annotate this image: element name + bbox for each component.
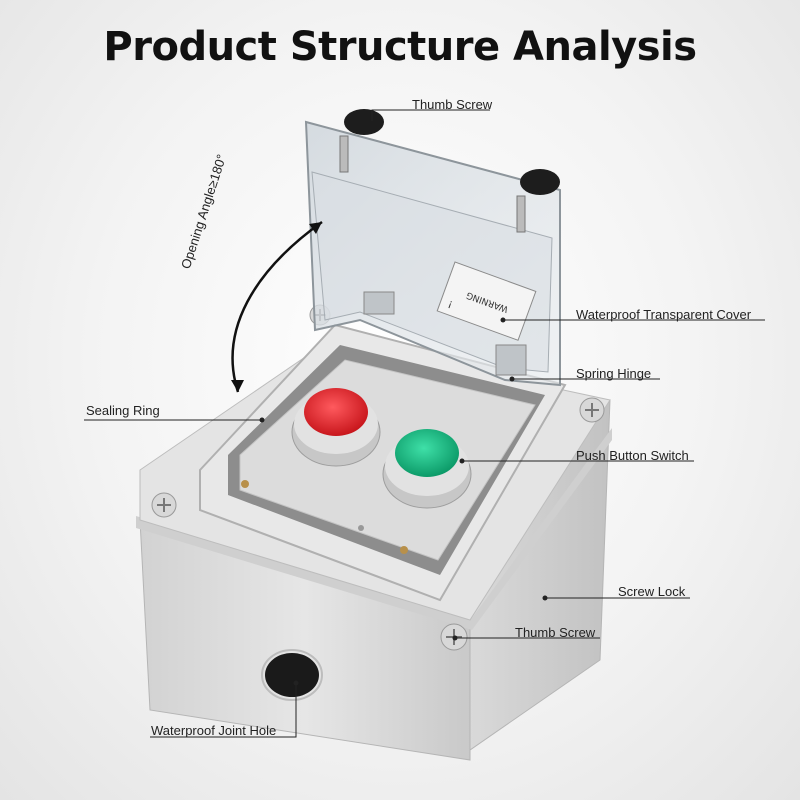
- leader-lines: [84, 109, 765, 738]
- label-screw-lock: Screw Lock: [618, 584, 686, 599]
- red-push-button: [291, 388, 381, 467]
- joint-hole: [265, 653, 319, 697]
- label-thumb-screw-top: Thumb Screw: [412, 97, 493, 112]
- spring-hinge: [363, 291, 395, 315]
- cover-thumb-screw-right: [516, 169, 560, 233]
- cover-thumb-screw-left: [339, 109, 384, 173]
- label-thumb-screw-bottom: Thumb Screw: [515, 625, 596, 640]
- cover-warning-symbol: !: [447, 298, 455, 310]
- transparent-cover: WARNING !: [304, 109, 561, 387]
- green-push-button: [382, 429, 472, 509]
- leader-dots: [259, 317, 548, 686]
- label-waterproof-cover: Waterproof Transparent Cover: [576, 307, 752, 322]
- label-joint-hole: Waterproof Joint Hole: [151, 723, 277, 738]
- label-sealing-ring: Sealing Ring: [86, 403, 160, 418]
- label-push-button-switch: Push Button Switch: [576, 448, 689, 463]
- opening-angle-arrow: [231, 220, 323, 393]
- label-spring-hinge: Spring Hinge: [576, 366, 652, 381]
- page-title: Product Structure Analysis: [103, 24, 697, 70]
